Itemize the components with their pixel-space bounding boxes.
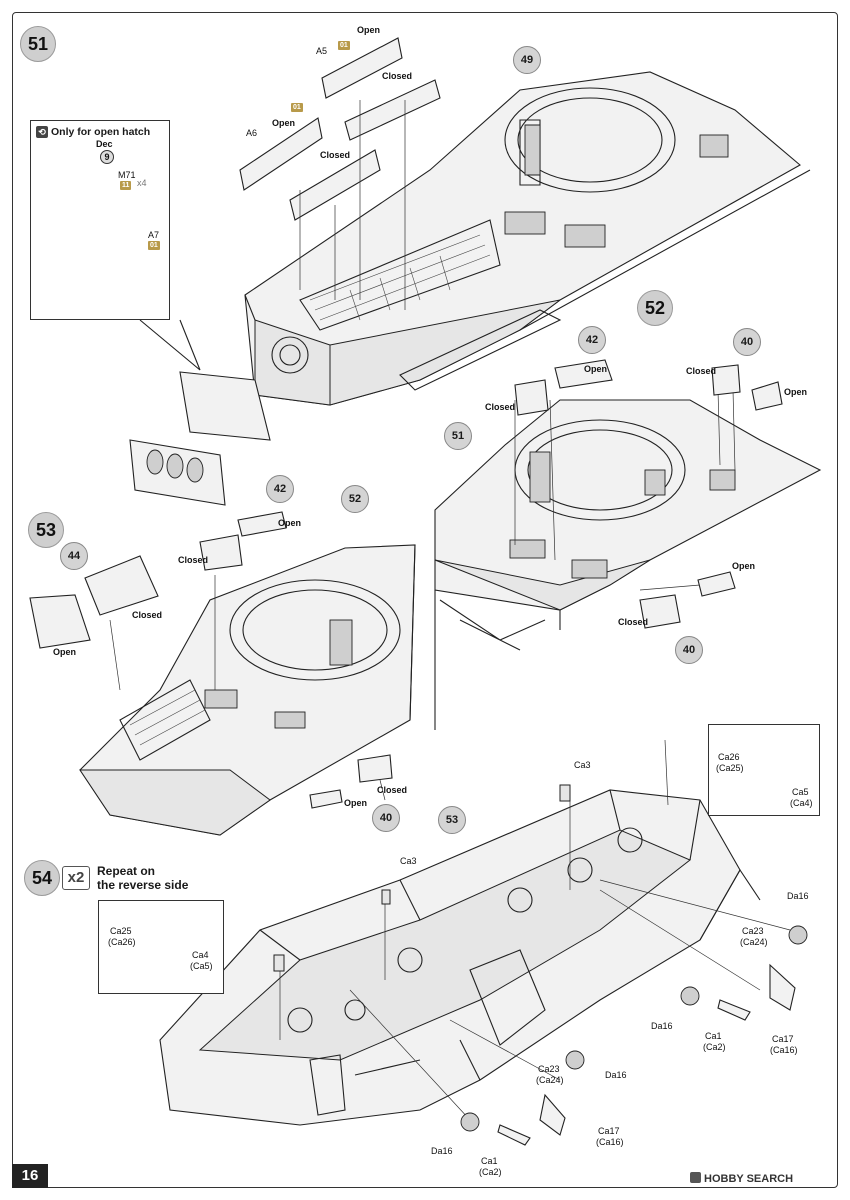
label-closed-44: Closed [132,610,163,620]
step-number-51: 51 [20,26,56,62]
callout-49: 49 [513,46,541,74]
label-ca17-right: Ca17 [772,1034,794,1044]
callout-52: 52 [341,485,369,513]
label-ca23-left: Ca23 [538,1064,560,1074]
label-ca1-right: Ca1 [705,1031,722,1041]
label-m71: M71 [118,170,136,180]
inset-open-hatch-title: ⟲Only for open hatch [36,126,150,138]
inset-step54-right [708,724,820,816]
label-a7: A7 [148,230,160,240]
label-ca23-right: Ca23 [742,926,764,936]
label-ca5-left: (Ca5) [190,961,213,971]
callout-40-step52-bottom: 40 [675,636,703,664]
label-closed-40-s53: Closed [377,785,408,795]
label-ca5-right: Ca5 [792,787,809,797]
label-ca24-left: (Ca24) [536,1075,564,1085]
step54-hull [159,739,808,1146]
label-closed-a6: Closed [320,150,351,160]
repeat-line-2: the reverse side [97,878,189,892]
label-ca1-left: Ca1 [481,1156,498,1166]
label-ca16-right: (Ca16) [770,1045,798,1055]
code-a5: 01 [338,41,350,50]
label-da16-bottom-left: Da16 [431,1146,453,1156]
inset-pointer [139,319,201,371]
code-a6: 01 [291,103,303,112]
label-open-40b-s52: Open [732,561,756,571]
label-ca2-left: (Ca2) [479,1167,502,1177]
label-ca4-right: (Ca4) [790,798,813,808]
step51-hatch-a5 [239,37,441,310]
watermark: HOBBY SEARCH [690,1172,793,1185]
label-da16-left: Da16 [605,1070,627,1080]
callout-42-step53: 42 [266,475,294,503]
inset-open-hatch-title-text: Only for open hatch [51,126,151,138]
label-closed-a5: Closed [382,71,413,81]
label-ca2-right: (Ca2) [703,1042,726,1052]
label-open-40-s53: Open [344,798,368,808]
label-ca16-left: (Ca16) [596,1137,624,1147]
step53-hull [29,511,416,836]
label-closed-40-s52: Closed [686,366,717,376]
step52-hull [434,359,822,730]
label-open-a5: Open [357,25,381,35]
callout-42-step52: 42 [578,326,606,354]
watermark-logo-icon [690,1172,701,1183]
callout-44: 44 [60,542,88,570]
step-number-54: 54 [24,860,60,896]
label-ca26-left: (Ca26) [108,937,136,947]
label-open-44: Open [53,647,77,657]
code-m71: 11 [120,181,132,190]
label-ca25-right: (Ca25) [716,763,744,773]
label-da16-mid: Da16 [651,1021,673,1031]
repeat-count-badge: x2 [62,866,90,890]
callout-51: 51 [444,422,472,450]
label-dec: Dec [96,139,113,149]
label-ca3-top: Ca3 [574,760,591,770]
label-dec-9: 9 [100,150,114,164]
label-closed-42-s53: Closed [178,555,209,565]
watermark-text: HOBBY SEARCH [704,1173,794,1185]
page-border [12,12,838,1188]
page-number: 16 [12,1164,48,1188]
inset-step54-left [98,900,224,994]
step-number-53: 53 [28,512,64,548]
label-ca3-mid: Ca3 [400,856,417,866]
label-a5: A5 [316,46,328,56]
label-closed-40b-s52: Closed [618,617,649,627]
inset-open-hatch [30,120,170,320]
label-open-42-s52: Open [584,364,608,374]
label-da16-right: Da16 [787,891,809,901]
callout-40-step53: 40 [372,804,400,832]
callout-53: 53 [438,806,466,834]
label-ca17-left: Ca17 [598,1126,620,1136]
label-ca26-right: Ca26 [718,752,740,762]
label-a6: A6 [246,128,258,138]
label-ca25-left: Ca25 [110,926,132,936]
step51-hull [244,71,811,406]
label-closed-42-s52: Closed [485,402,516,412]
label-open-42-s53: Open [278,518,302,528]
callout-40-step52-top: 40 [733,328,761,356]
label-open-a6: Open [272,118,296,128]
label-ca24-right: (Ca24) [740,937,768,947]
code-a7: 01 [148,241,160,250]
rotate-icon: ⟲ [36,126,48,138]
repeat-line-1: Repeat on [97,864,156,878]
qty-m71: x4 [137,178,147,188]
label-ca4-left: Ca4 [192,950,209,960]
label-open-40-s52: Open [784,387,808,397]
step-number-52: 52 [637,290,673,326]
